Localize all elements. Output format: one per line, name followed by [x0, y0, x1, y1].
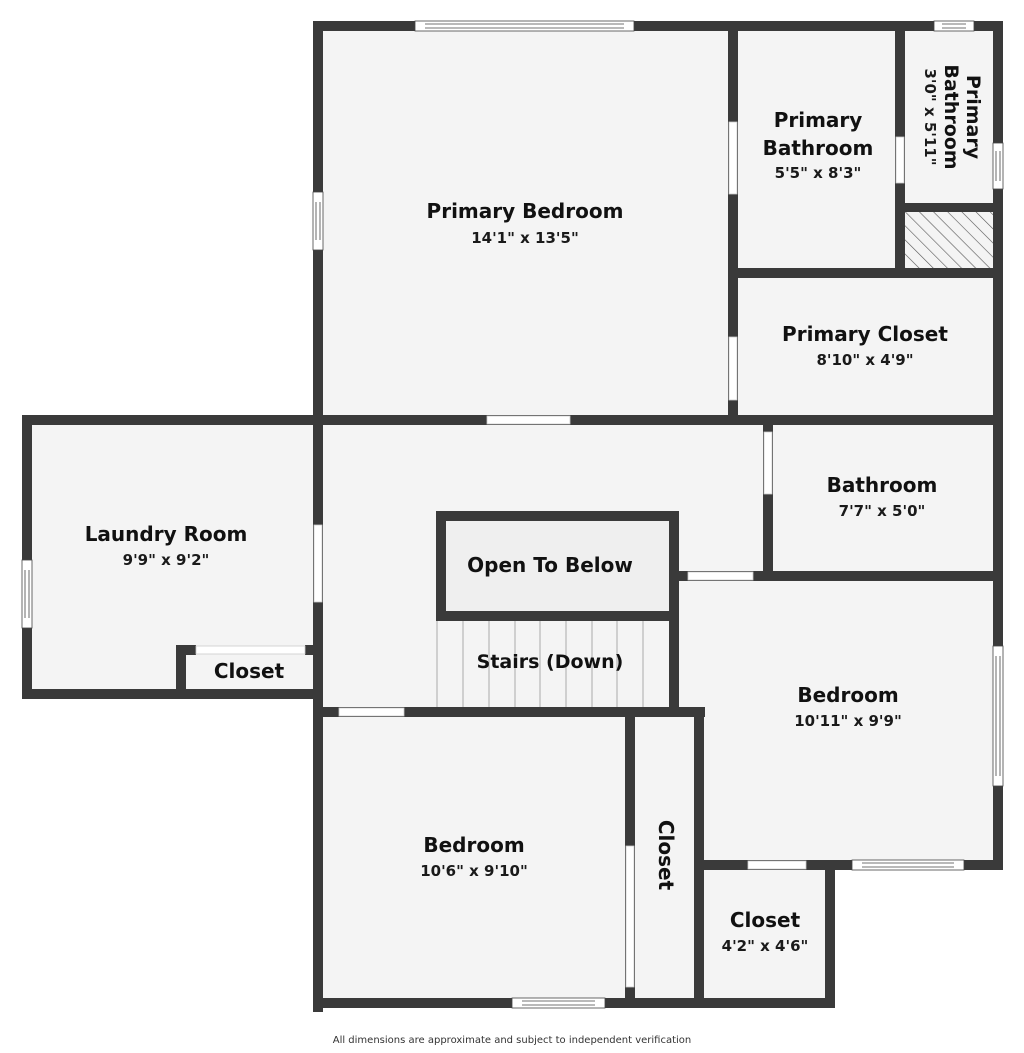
- door-opening: [728, 336, 738, 401]
- bedroom-east-dims: 10'11" x 9'9": [794, 712, 902, 730]
- primary-bathroom-label-line2: Bathroom: [763, 136, 874, 160]
- window-laundry-left: [21, 559, 33, 629]
- closet-vertical-label: Closet: [654, 820, 678, 891]
- floor-primary-bathroom: [736, 27, 899, 273]
- primary-bathroom-label-line1: Primary: [774, 108, 863, 132]
- floor-primary-closet: [736, 276, 997, 420]
- closet-small-dims: 4'2" x 4'6": [722, 937, 809, 955]
- primary-bedroom-dims: 14'1" x 13'5": [471, 229, 579, 247]
- bathroom-dims: 7'7" x 5'0": [839, 502, 926, 520]
- laundry-room-label: Laundry Room: [85, 522, 248, 546]
- floor-bedroom-east: [675, 579, 997, 865]
- floor-stairs: [437, 619, 674, 707]
- door-opening: [687, 571, 754, 581]
- windows: [21, 20, 1004, 1009]
- bedroom-south-dims: 10'6" x 9'10": [420, 862, 528, 880]
- laundry-closet-label: Closet: [214, 659, 285, 683]
- closet-small-label: Closet: [730, 908, 801, 932]
- floor-open-to-below: [441, 517, 674, 615]
- primary-closet-dims: 8'10" x 4'9": [816, 351, 913, 369]
- primary-bedroom-label: Primary Bedroom: [427, 199, 624, 223]
- door-opening: [486, 415, 571, 425]
- primary-bathroom-small-label-line2: Bathroom: [940, 64, 962, 169]
- primary-bathroom-dims: 5'5" x 8'3": [775, 164, 862, 182]
- floor-primary-bedroom: [318, 27, 732, 420]
- open-to-below-label: Open To Below: [467, 553, 633, 577]
- door-openings: [195, 121, 905, 988]
- floor-bathroom: [768, 424, 997, 576]
- window-small-bath-top: [933, 20, 975, 32]
- door-opening: [313, 524, 323, 603]
- door-opening: [338, 707, 405, 717]
- door-opening: [728, 121, 738, 195]
- floors: [27, 27, 997, 1003]
- window-bedroom-east-bottom: [851, 859, 965, 871]
- bathroom-label: Bathroom: [827, 473, 938, 497]
- primary-bathroom-small-dims: 3'0" x 5'11": [921, 68, 939, 165]
- window-small-bath-right: [992, 142, 1004, 190]
- stairs-label: Stairs (Down): [477, 651, 624, 673]
- bedroom-east-label: Bedroom: [797, 683, 898, 707]
- laundry-room-dims: 9'9" x 9'2": [123, 551, 210, 569]
- window-bedroom-south-bottom: [511, 997, 606, 1009]
- window-bedroom-east-right: [992, 645, 1004, 787]
- window-primary-bedroom-top: [414, 20, 635, 32]
- hatched-area: [903, 210, 995, 271]
- door-opening: [895, 136, 905, 184]
- floor-closet-small: [703, 868, 829, 1003]
- door-opening: [747, 860, 807, 870]
- disclaimer-text: All dimensions are approximate and subje…: [332, 1035, 692, 1046]
- floor-primary-bathroom-small: [903, 27, 997, 207]
- bedroom-south-label: Bedroom: [423, 833, 524, 857]
- door-opening: [195, 645, 306, 655]
- primary-closet-label: Primary Closet: [782, 322, 948, 346]
- stair-treads: [436, 619, 644, 707]
- floor-closet-vertical: [634, 712, 699, 1003]
- room-labels: Primary Bedroom 14'1" x 13'5" Primary Ba…: [85, 64, 984, 955]
- primary-bathroom-small-label-line1: Primary: [962, 75, 984, 160]
- door-opening: [625, 845, 635, 988]
- door-opening: [763, 431, 773, 495]
- floor-bedroom-south: [318, 712, 630, 1003]
- window-primary-bedroom-left: [312, 191, 324, 251]
